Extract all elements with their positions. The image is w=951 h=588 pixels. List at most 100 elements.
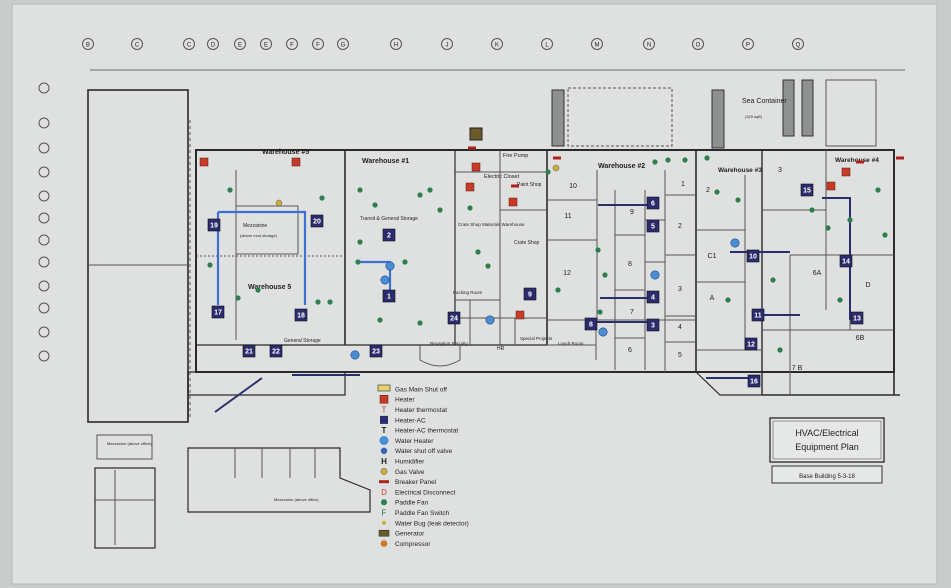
- paddle-fan-icon: [602, 272, 608, 278]
- unit-number: 21: [245, 349, 253, 356]
- grid-bubble-label: M: [595, 43, 600, 49]
- unit-number: 19: [210, 223, 218, 230]
- paddle-fan-icon: [825, 225, 831, 231]
- unit-number: 13: [853, 316, 861, 323]
- general-storage-label: General Storage: [284, 338, 321, 344]
- grid-bubble: Q: [792, 38, 804, 50]
- paddle-fan-icon: [555, 287, 561, 293]
- paddle-fan-icon: [882, 232, 888, 238]
- unit-number: 22: [272, 349, 280, 356]
- legend-label: Electrical Disconnect: [395, 489, 456, 496]
- unit-number: 15: [803, 188, 811, 195]
- breaker-panel-icon: [468, 146, 476, 150]
- heater-icon: [841, 167, 851, 177]
- gas-main-icon: [377, 384, 391, 392]
- gas-valve-icon: [552, 164, 560, 172]
- grid-bubble-label: K: [495, 43, 499, 49]
- legend-label: Water Heater: [395, 438, 434, 445]
- breaker-panel-icon: [856, 160, 864, 164]
- mezzanine-office-label: Mezzanine (above office): [274, 497, 319, 502]
- lunch-room-label: Lunch Room: [558, 341, 584, 346]
- paddle-fan-icon: [207, 262, 213, 268]
- area-labels: Warehouse #5 Warehouse 5 Warehouse #1 Wa…: [107, 98, 879, 502]
- grid-bubble: H: [390, 38, 402, 50]
- heater-ac-unit: 1: [382, 289, 396, 303]
- paddle-fan-icon: [725, 297, 731, 303]
- heater-ac-unit: 24: [447, 311, 461, 325]
- room-number: 12: [563, 270, 571, 277]
- grid-bubble-label: N: [647, 43, 651, 49]
- fire-pump-label: Fire Pump: [503, 153, 528, 159]
- paint-shop-label: Paint Shop: [517, 182, 542, 188]
- water-shutoff-icon: [380, 447, 388, 454]
- gas-valve-icon: [275, 199, 283, 207]
- paddle-fan-icon: [372, 202, 378, 208]
- electric-closet-label: Electric Closet: [484, 174, 520, 180]
- room-number: 3: [678, 286, 682, 293]
- grid-bubble: P: [742, 38, 754, 50]
- grid-bubble-label: E: [264, 43, 268, 49]
- room-number: 6B: [856, 335, 865, 342]
- heater-icon: [826, 181, 836, 191]
- legend-label: Compressor: [395, 541, 431, 548]
- grid-bubble-label: H: [394, 43, 398, 49]
- heater-icon: [508, 197, 518, 207]
- water-heater-icon: [598, 327, 608, 337]
- legend-label: Heater: [395, 397, 415, 404]
- unit-number: 2: [387, 233, 391, 240]
- water-heater-icon: [650, 270, 660, 280]
- room-number: 2: [706, 187, 710, 194]
- heater-ac-unit: 6: [646, 196, 660, 210]
- crate-shop-materials-label: Crate Shop Materials Warehouse: [458, 222, 525, 227]
- heater-ac-unit: 5: [646, 219, 660, 233]
- breaker-panel-icon: [896, 156, 904, 160]
- unit-number: 17: [214, 310, 222, 317]
- warehouse3-label: Warehouse #3: [718, 167, 762, 174]
- grid-bubble: D: [207, 38, 219, 50]
- paddle-fan-icon: [475, 249, 481, 255]
- unit-number: 8: [589, 322, 593, 329]
- heater-ac-unit: 17: [211, 305, 225, 319]
- paddle-fan-icon: [227, 187, 233, 193]
- grid-bubble: C: [131, 38, 143, 50]
- warehouse5-top-label: Warehouse #5: [262, 149, 309, 156]
- heater-icon: [291, 157, 301, 167]
- water-heater-icon: [350, 350, 360, 360]
- legend-label: Water Bug (leak detector): [395, 520, 469, 527]
- paddle-fan-icon: [875, 187, 881, 193]
- heater-ac-unit: 23: [369, 344, 383, 358]
- paddle-fan-icon: [704, 155, 710, 161]
- north-yard: [469, 79, 877, 149]
- legend-label: Heater thermostat: [395, 407, 447, 414]
- sea-container-label: Sea Container: [742, 98, 787, 105]
- heater-icon: [515, 310, 525, 320]
- sea-container-size: (320 sqft): [745, 114, 763, 119]
- legend-label: Heater-AC thermostat: [395, 428, 458, 435]
- grid-bubble: G: [337, 38, 349, 50]
- unit-number: 11: [754, 313, 762, 320]
- paddle-fan-icon: [777, 347, 783, 353]
- grid-bubble-label: B: [86, 43, 90, 49]
- room-number: 6: [628, 347, 632, 354]
- heater-ac-unit: 13: [850, 311, 864, 325]
- paddle-fan-icon: [735, 197, 741, 203]
- grid-bubble: M: [591, 38, 603, 50]
- grid-bubble: K: [491, 38, 503, 50]
- heater-ac-unit: 16: [747, 374, 761, 388]
- unit-number: 20: [313, 219, 321, 226]
- room-number: 11: [564, 213, 571, 220]
- legend-label: Generator: [395, 531, 425, 538]
- unit-number: 14: [842, 259, 850, 266]
- crate-shop-label: Crate Shop: [514, 240, 540, 246]
- grid-bubble-label: L: [545, 43, 549, 49]
- packing-room-label: Packing Room: [453, 290, 483, 295]
- grid-bubble: E: [234, 38, 246, 50]
- heater-ac-unit: 18: [294, 308, 308, 322]
- legend-item: Gas Valve: [380, 467, 425, 476]
- grid-bubble: B: [82, 38, 94, 50]
- heater-ac-unit: 3: [646, 318, 660, 332]
- heater-ac-unit: 10: [746, 249, 760, 263]
